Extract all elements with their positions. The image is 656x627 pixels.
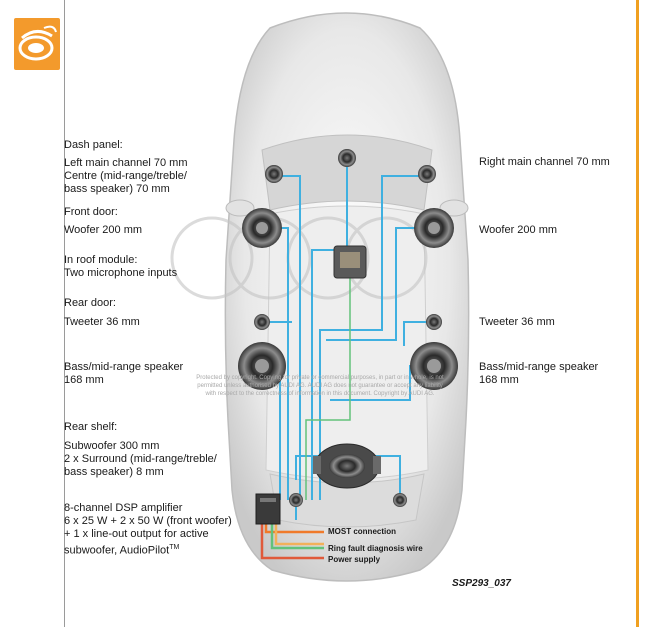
rear-shelf-heading: Rear shelf: <box>64 421 118 433</box>
subwoofer-label: Subwoofer 300 mm <box>64 440 160 452</box>
dsp-label-2: 6 x 25 W + 2 x 50 W (front woofer) <box>64 515 232 527</box>
speaker-surround-left <box>289 493 303 507</box>
speaker-dash-centre <box>338 149 356 167</box>
dash-centre-label-2: bass speaker) 70 mm <box>64 183 170 195</box>
page-edge-rule <box>636 0 639 627</box>
roof-module-heading: In roof module: <box>64 254 138 266</box>
sidebar-divider <box>64 0 65 627</box>
watermark-line-3: with respect to the correctness of infor… <box>205 391 435 397</box>
legend-ring: Ring fault diagnosis wire <box>328 544 423 553</box>
trademark-sup: TM <box>169 544 180 551</box>
subwoofer <box>313 443 381 489</box>
speaker-rear-left-tweeter <box>254 314 270 330</box>
dsp-label-4: subwoofer, AudioPilotTM <box>64 541 179 558</box>
speaker-front-left-woofer <box>242 208 282 248</box>
surround-label-1: 2 x Surround (mid-range/treble/ <box>64 453 217 465</box>
speaker-icon <box>14 18 60 70</box>
surround-label-2: bass speaker) 8 mm <box>64 466 164 478</box>
right-tweeter-label: Tweeter 36 mm <box>479 316 555 328</box>
front-door-woofer-label: Woofer 200 mm <box>64 224 143 236</box>
dsp-label-1: 8-channel DSP amplifier <box>64 502 183 514</box>
legend-most: MOST connection <box>328 527 396 536</box>
dsp-amplifier <box>255 493 281 525</box>
diag-wiring <box>305 270 351 500</box>
dash-panel-heading: Dash panel: <box>64 139 123 151</box>
right-bass-label-1: Bass/mid-range speaker <box>479 361 599 373</box>
rear-bass-label-1: Bass/mid-range speaker <box>64 361 184 373</box>
roof-mics-label: Two microphone inputs <box>64 267 178 279</box>
rear-door-heading: Rear door: <box>64 297 116 309</box>
dash-centre-label-1: Centre (mid-range/treble/ <box>64 170 187 182</box>
dsp-label-3: + 1 x line-out output for active <box>64 528 209 540</box>
speaker-rear-right-tweeter <box>426 314 442 330</box>
right-mirror <box>439 199 469 217</box>
speaker-front-right-woofer <box>414 208 454 248</box>
front-door-heading: Front door: <box>64 206 118 218</box>
right-main-label: Right main channel 70 mm <box>479 156 610 168</box>
speaker-dash-right <box>418 165 436 183</box>
watermark-text: Protected by copyright. Copying for priv… <box>185 374 455 398</box>
speaker-surround-right <box>393 493 407 507</box>
speaker-rear-left-bass <box>238 342 286 390</box>
roof-module <box>333 245 367 279</box>
dash-left-label: Left main channel 70 mm <box>64 157 188 169</box>
figure-code: SSP293_037 <box>452 578 511 589</box>
legend-wiring <box>260 522 324 560</box>
right-woofer-label: Woofer 200 mm <box>479 224 558 236</box>
speaker-dash-left <box>265 165 283 183</box>
left-mirror <box>225 199 255 217</box>
dsp-label-4-text: subwoofer, AudioPilot <box>64 544 170 557</box>
speaker-rear-right-bass <box>410 342 458 390</box>
legend-power: Power supply <box>328 555 381 564</box>
rear-tweeter-label: Tweeter 36 mm <box>64 316 140 328</box>
right-bass-label-2: 168 mm <box>479 374 519 386</box>
watermark-line-2: permitted unless authorised by AUDI AG. … <box>197 383 443 389</box>
rear-bass-label-2: 168 mm <box>64 374 104 386</box>
watermark-line-1: Protected by copyright. Copying for priv… <box>196 375 444 381</box>
